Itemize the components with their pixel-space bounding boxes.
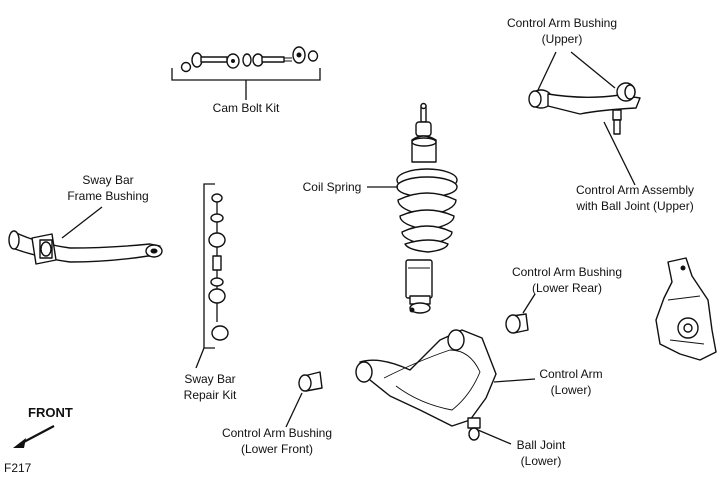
label-control-arm-bushing-upper: Control Arm Bushing (Upper) <box>506 16 618 46</box>
label-coil-spring: Coil Spring <box>302 180 362 194</box>
sway-bar-repair-kit-parts <box>195 183 229 369</box>
lower-control-arm-part <box>355 329 536 445</box>
label-control-arm-bushing-lower-rear: Control Arm Bushing (Lower Rear) <box>511 265 623 295</box>
label-ball-joint-lower: Ball Joint (Lower) <box>516 438 566 468</box>
cam-bolt-kit-parts <box>171 46 321 100</box>
front-label: FRONT <box>28 405 73 420</box>
coil-spring-assembly <box>367 102 458 314</box>
front-arrow-icon <box>13 425 55 448</box>
label-sway-bar-repair-kit: Sway Bar Repair Kit <box>183 372 237 402</box>
label-control-arm-assembly-upper: Control Arm Assembly with Ball Joint (Up… <box>575 183 695 213</box>
sway-bar-parts <box>8 206 163 265</box>
steering-knuckle-part <box>655 257 717 361</box>
label-control-arm-lower: Control Arm (Lower) <box>539 367 603 397</box>
lower-rear-bushing-part <box>505 293 536 334</box>
lower-front-bushing-part <box>285 371 323 428</box>
label-sway-bar-frame-bushing: Sway Bar Frame Bushing <box>67 173 149 203</box>
label-cam-bolt-kit: Cam Bolt Kit <box>212 101 280 115</box>
figure-number: F217 <box>4 461 32 475</box>
upper-control-arm-parts <box>528 51 641 186</box>
sway-bar-repair-kit-bracket <box>203 183 215 349</box>
label-control-arm-bushing-lower-front: Control Arm Bushing (Lower Front) <box>221 426 333 456</box>
cam-bolt-kit-bracket <box>171 68 321 81</box>
